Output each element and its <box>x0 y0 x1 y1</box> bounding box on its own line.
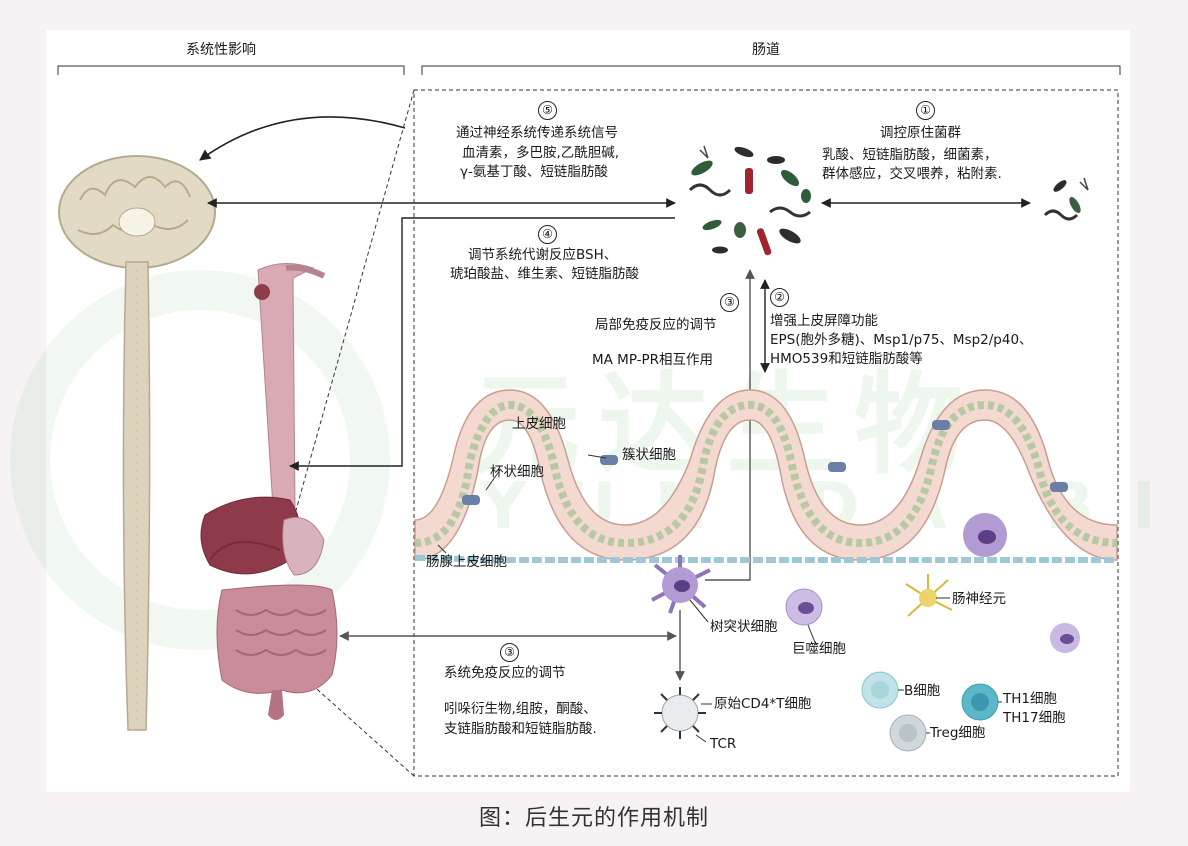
number-1: ① <box>916 101 935 120</box>
label-dendritic: 树突状细胞 <box>710 619 778 635</box>
block1-title: 调控原住菌群 <box>880 125 961 141</box>
epithelium <box>414 389 1118 563</box>
neuron-cell <box>905 574 953 617</box>
header-systemic: 系统性影响 <box>186 42 256 58</box>
label-neuron: 肠神经元 <box>952 591 1006 607</box>
microbes <box>688 145 1089 256</box>
naive-t-cell <box>654 687 706 739</box>
treg-cell <box>889 714 927 752</box>
number-3-local: ③ <box>720 293 739 312</box>
block3-systemic-line2: 支链脂肪酸和短链脂肪酸. <box>444 721 597 737</box>
organs <box>200 263 338 720</box>
gut-frame <box>413 89 1119 777</box>
block2-title: 增强上皮屏障功能 <box>770 313 878 329</box>
block4-line1: 调节系统代谢反应BSH、 <box>468 247 618 263</box>
label-naive-t: 原始CD4*T细胞 <box>714 696 812 712</box>
block3-systemic-title: 系统免疫反应的调节 <box>444 665 566 681</box>
zoom-line-top <box>281 89 415 561</box>
block5-line2: γ-氨基丁酸、短链脂肪酸 <box>460 164 608 180</box>
number-4: ④ <box>538 225 557 244</box>
label-treg: Treg细胞 <box>930 725 986 741</box>
block5-title: 通过神经系统传递系统信号 <box>456 125 618 141</box>
number-2: ② <box>770 288 789 307</box>
label-tcr: TCR <box>710 736 737 752</box>
block4-line2: 琥珀酸盐、维生素、短链脂肪酸 <box>450 266 639 282</box>
label-tuft: 簇状细胞 <box>622 447 676 463</box>
arrow-brain-curve <box>199 116 406 161</box>
purple-cell-lower <box>1050 623 1080 653</box>
leader-lines <box>437 454 1002 743</box>
header-gut: 肠道 <box>752 42 780 58</box>
label-macrophage: 巨噬细胞 <box>792 641 846 657</box>
arrow-metabolic <box>289 217 675 471</box>
macrophage-cell <box>785 588 823 626</box>
header-bracket-right <box>421 65 1121 75</box>
block1-line1: 乳酸、短链脂肪酸，细菌素， <box>822 147 998 163</box>
label-th17: TH17细胞 <box>1003 710 1066 726</box>
label-goblet: 杯状细胞 <box>490 464 544 480</box>
block3-local-line1: 局部免疫反应的调节 <box>595 317 717 333</box>
number-5: ⑤ <box>538 101 557 120</box>
label-epithelial: 上皮细胞 <box>512 416 566 432</box>
dendritic-cell <box>651 555 711 614</box>
block1-line2: 群体感应，交叉喂养，粘附素. <box>822 166 1002 182</box>
purple-cell-upper <box>963 513 1007 557</box>
block3-local-line2: MA MP-PR相互作用 <box>592 352 714 368</box>
number-3-systemic: ③ <box>500 643 519 662</box>
block2-line1: EPS(胞外多糖)、Msp1/p75、Msp2/p40、 <box>770 332 1033 348</box>
figure-caption: 图：后生元的作用机制 <box>478 806 709 831</box>
b-cell <box>861 671 899 709</box>
th-cell <box>961 683 999 721</box>
block5-line1: 血清素，多巴胺,乙酰胆碱, <box>462 145 620 161</box>
brain <box>58 155 216 731</box>
label-b-cell: B细胞 <box>904 683 941 699</box>
block3-systemic-line1: 吲哚衍生物,组胺，酮酸、 <box>444 701 597 717</box>
arrow-local-immune <box>705 269 755 581</box>
label-th1: TH1细胞 <box>1003 691 1057 707</box>
header-bracket-left <box>57 65 405 75</box>
block2-line2: HMO539和短链脂肪酸等 <box>770 351 923 367</box>
label-crypt: 肠腺上皮细胞 <box>426 554 507 570</box>
